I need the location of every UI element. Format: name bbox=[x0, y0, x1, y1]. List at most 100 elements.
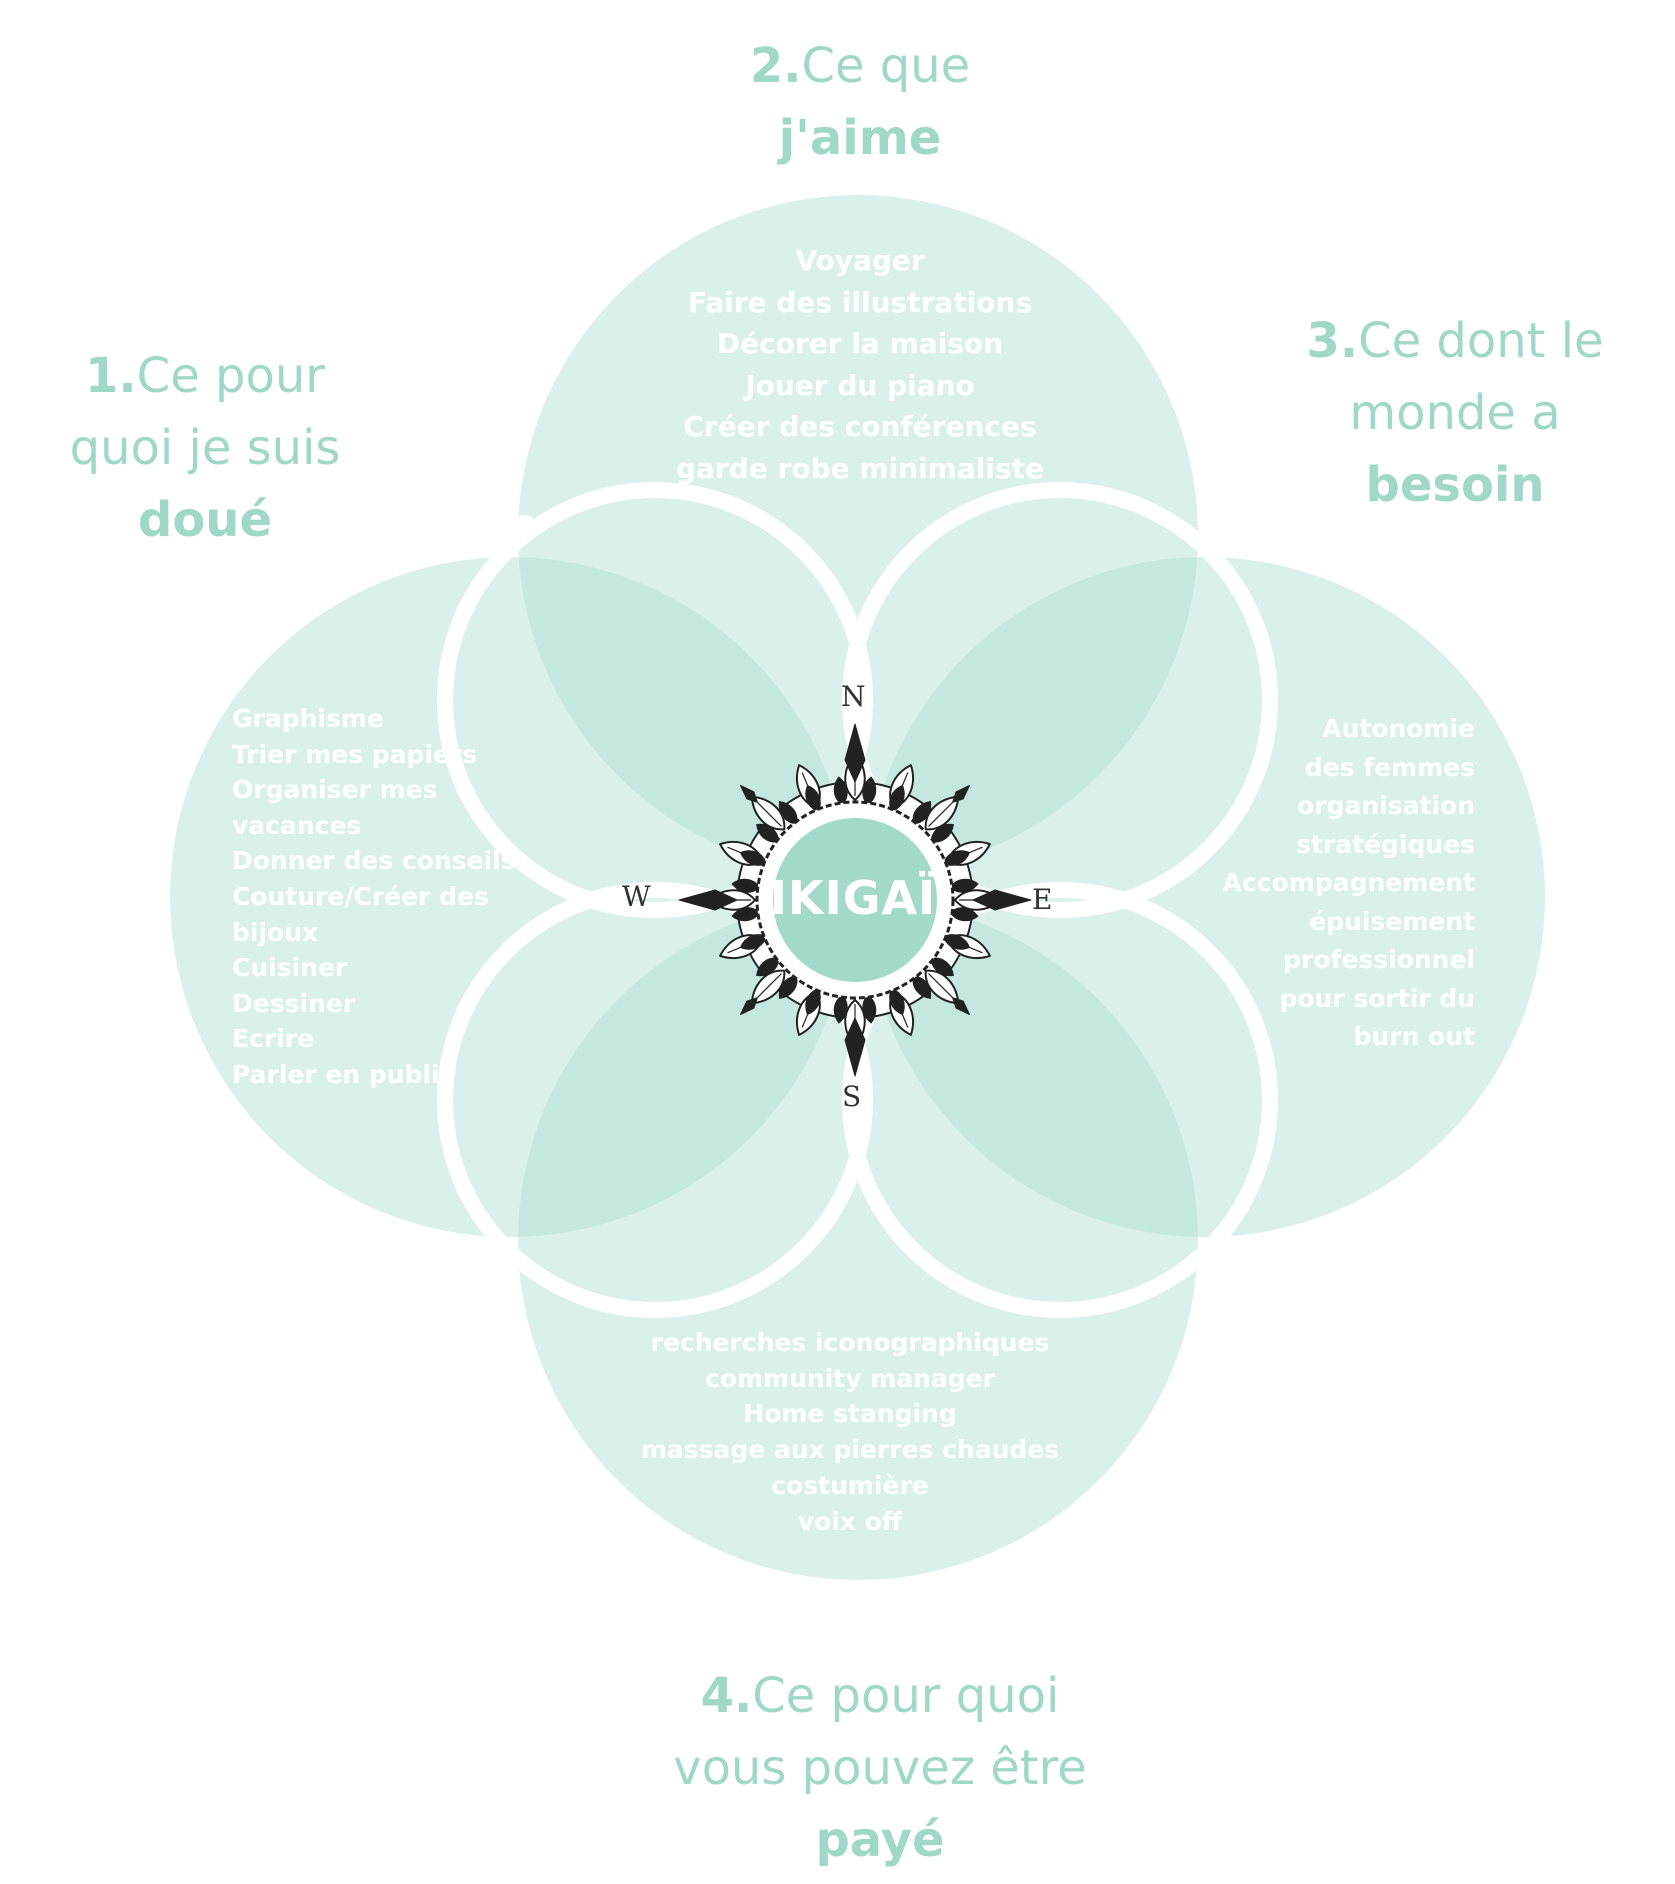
heading-need-number: 3. bbox=[1306, 313, 1359, 369]
mandala-petal-inner bbox=[833, 776, 848, 806]
ring-top-right bbox=[842, 482, 1278, 918]
mandala-petal-inner bbox=[778, 801, 798, 825]
list-item: Cuisiner bbox=[232, 953, 348, 983]
heading-good-at: 1.Ce pour quoi je suis doué bbox=[40, 340, 370, 556]
list-item: Accompagnement bbox=[1222, 868, 1475, 897]
heading-good-at-emphasis: doué bbox=[137, 492, 273, 548]
mandala-petal-vein bbox=[928, 801, 954, 827]
mandala-petal-inner bbox=[912, 801, 932, 825]
list-item: Décorer la maison bbox=[716, 327, 1004, 360]
ring-top-left bbox=[437, 482, 873, 918]
list-paid: recherches iconographiques community man… bbox=[640, 1325, 1060, 1539]
mandala-diagonal-tick bbox=[739, 997, 758, 1016]
heading-good-at-line1: Ce pour bbox=[136, 348, 325, 404]
list-item: épuisement bbox=[1309, 906, 1475, 936]
heading-paid-line1: Ce pour quoi bbox=[752, 1668, 1060, 1724]
list-item: recherches iconographiques bbox=[650, 1328, 1050, 1357]
mandala-petal-inner bbox=[778, 975, 798, 999]
mandala-petal-inner bbox=[739, 934, 767, 950]
list-item: Faire des illustrations bbox=[687, 285, 1033, 319]
mandala-petal-inner bbox=[930, 823, 954, 843]
list-item: professionnel bbox=[1283, 945, 1475, 974]
mandala-petal-inner bbox=[862, 994, 877, 1024]
list-item: Donner des conseils bbox=[232, 846, 516, 876]
heading-good-at-line2: quoi je suis bbox=[69, 420, 341, 476]
list-item: garde robe minimaliste bbox=[676, 451, 1044, 485]
compass-east-letter: E bbox=[1032, 883, 1053, 916]
venn-overlaps bbox=[518, 557, 1198, 1237]
list-item: Ecrire bbox=[232, 1024, 315, 1054]
ikigai-center bbox=[761, 806, 949, 994]
list-item: community manager bbox=[705, 1363, 995, 1393]
dot-top-right bbox=[1212, 512, 1238, 538]
mandala-petal-inner bbox=[930, 957, 954, 977]
mandala-petal-inner bbox=[889, 988, 905, 1016]
list-item: Trier mes papiers bbox=[232, 739, 478, 769]
list-item: Voyager bbox=[795, 244, 925, 277]
list-item: costumière bbox=[771, 1470, 929, 1500]
list-item: voix off bbox=[797, 1506, 903, 1536]
heading-need-emphasis: besoin bbox=[1365, 457, 1545, 513]
heading-paid-number: 4. bbox=[700, 1668, 753, 1724]
mandala-cardinal-spike bbox=[844, 1017, 866, 1077]
compass-south-letter: S bbox=[842, 1080, 862, 1113]
mandala-petal-vein bbox=[756, 801, 782, 827]
mandala-petal-vein bbox=[756, 973, 782, 999]
heading-love-line1: Ce que bbox=[801, 38, 971, 94]
mandala-cardinal-spike bbox=[678, 889, 738, 911]
mandala-diagonal-tick bbox=[952, 997, 971, 1016]
compass-north-letter: N bbox=[841, 680, 866, 713]
dot-bottom-right bbox=[1212, 1255, 1238, 1281]
list-item: Couture/Créer des bbox=[232, 881, 489, 911]
heading-need-line2: monde a bbox=[1349, 385, 1561, 441]
heading-paid-emphasis: payé bbox=[815, 1812, 945, 1868]
list-item: vacances bbox=[232, 810, 362, 840]
overlap-love-need bbox=[865, 557, 1198, 875]
mandala-petal-inner bbox=[756, 957, 780, 977]
list-item: Autonomie bbox=[1322, 714, 1475, 743]
dot-bottom-left bbox=[477, 1253, 503, 1279]
heading-paid: 4.Ce pour quoi vous pouvez être payé bbox=[620, 1660, 1140, 1876]
inner-divider-rings bbox=[437, 482, 1278, 1318]
mandala-petal-inner bbox=[949, 878, 979, 893]
list-item: Organiser mes bbox=[232, 775, 438, 805]
heading-love: 2.Ce que j'aime bbox=[680, 30, 1040, 174]
mandala-petal-vein bbox=[928, 973, 954, 999]
mandala-cardinal-spike bbox=[972, 889, 1032, 911]
mandala-petal-inner bbox=[805, 784, 821, 812]
mandala-petal-inner bbox=[739, 850, 767, 866]
heading-need-line1: Ce dont le bbox=[1358, 313, 1604, 369]
mandala-diagonal-tick bbox=[952, 784, 971, 803]
mandala-cardinal-spike bbox=[844, 723, 866, 783]
corner-dots bbox=[477, 512, 1238, 1281]
mandala-diagonal-tick bbox=[739, 784, 758, 803]
mandala-petal-inner bbox=[862, 776, 877, 806]
heading-love-number: 2. bbox=[749, 38, 802, 94]
list-item: massage aux pierres chaudes bbox=[640, 1435, 1060, 1465]
list-good-at: Graphisme Trier mes papiers Organiser me… bbox=[232, 701, 532, 1093]
list-item: des femmes bbox=[1304, 752, 1475, 782]
list-item: Home stanging bbox=[743, 1399, 957, 1429]
list-item: Créer des conférences bbox=[683, 410, 1037, 443]
list-item: stratégiques bbox=[1296, 829, 1475, 859]
mandala-petal-inner bbox=[805, 988, 821, 1016]
list-item: organisation bbox=[1297, 791, 1475, 820]
list-love: Voyager Faire des illustrations Décorer … bbox=[620, 240, 1100, 489]
mandala-petal-inner bbox=[731, 907, 761, 922]
mandala-petal-inner bbox=[833, 994, 848, 1024]
mandala-petal-inner bbox=[949, 907, 979, 922]
center-label: IKIGAÏ bbox=[769, 871, 937, 925]
list-item: Graphisme bbox=[232, 704, 384, 733]
list-item: Dessiner bbox=[232, 988, 356, 1018]
dot-top-left bbox=[511, 515, 537, 541]
list-item: Parler en public bbox=[232, 1059, 455, 1089]
overlap-paid-need bbox=[865, 900, 1198, 1237]
mandala-petal-inner bbox=[889, 784, 905, 812]
heading-paid-line2: vous pouvez être bbox=[673, 1740, 1087, 1796]
list-item: Jouer du piano bbox=[745, 368, 975, 402]
list-need: Autonomie des femmes organisation straté… bbox=[1175, 710, 1475, 1057]
ring-bottom-left bbox=[437, 882, 873, 1318]
list-item: pour sortir du bbox=[1279, 983, 1475, 1013]
overlap-paid-good bbox=[518, 900, 850, 1237]
mandala-petal-inner bbox=[756, 823, 780, 843]
